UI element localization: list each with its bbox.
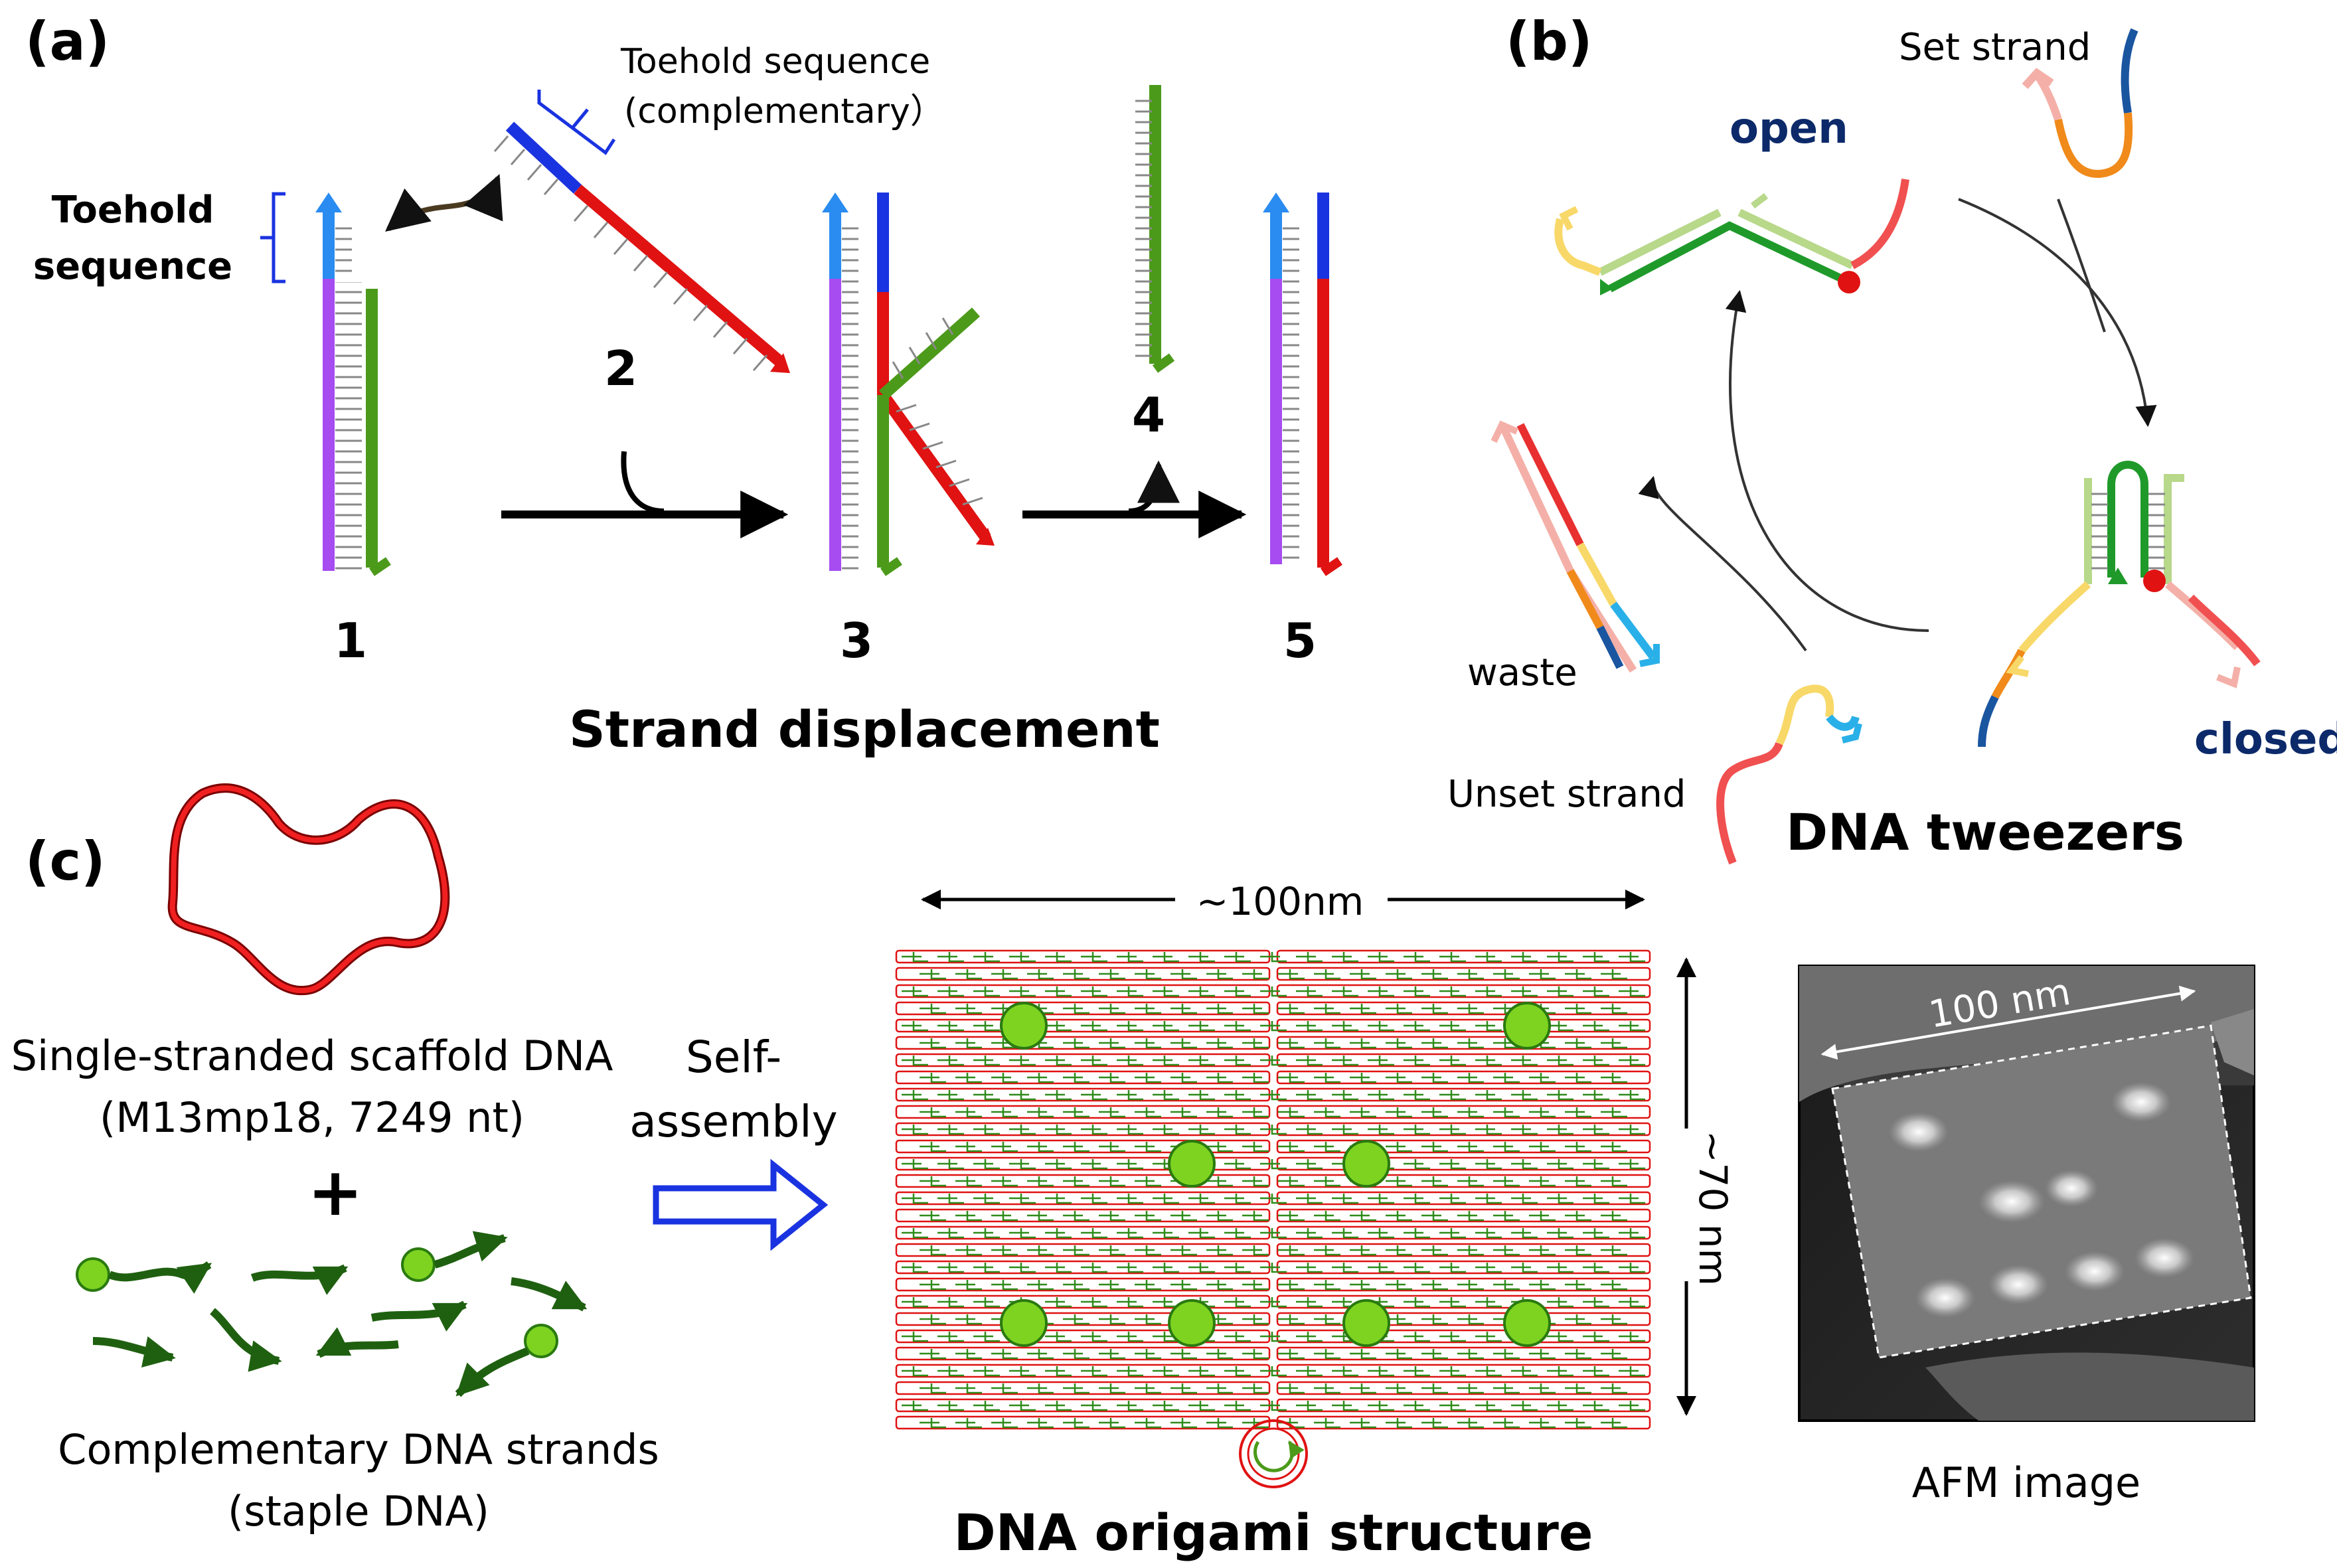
scaffold-label-line1: Single-stranded scaffold DNA xyxy=(11,1032,613,1080)
step-1-label: 1 xyxy=(334,613,367,668)
reaction-arrow-2-hook xyxy=(1128,460,1180,514)
scaffold-loop-highlight xyxy=(169,785,448,994)
origami-loop xyxy=(1239,1419,1308,1488)
waste-label: waste xyxy=(1467,651,1577,694)
set-strand-label: Set strand xyxy=(1899,26,2091,69)
dna-tweezers-title: DNA tweezers xyxy=(1786,803,2184,862)
complex-5: 5 xyxy=(1263,193,1342,668)
scaffold-loop xyxy=(167,783,450,996)
panel-b-letter: (b) xyxy=(1506,11,1592,72)
closed-label: closed xyxy=(2194,715,2337,764)
step-2-label: 2 xyxy=(604,341,637,396)
afm-caption: AFM image xyxy=(1912,1458,2140,1507)
unset-strand-label: Unset strand xyxy=(1447,773,1686,816)
waste-release-arrow xyxy=(1638,475,1807,652)
staple-label-line2: (staple DNA) xyxy=(228,1487,489,1535)
step-5-label: 5 xyxy=(1283,613,1317,668)
origami-structure xyxy=(895,949,1651,1430)
staple-strands xyxy=(76,1231,588,1397)
toehold-comp-line1: Toehold sequence xyxy=(620,42,930,82)
toehold-label-line2: sequence xyxy=(33,245,232,288)
set-strand-join-arrow xyxy=(2057,198,2106,333)
strand-4: 4 xyxy=(1132,85,1175,443)
cycle-arrow-close xyxy=(1958,198,2157,428)
open-label: open xyxy=(1730,104,1848,153)
afm-image: 100 nm xyxy=(1798,965,2255,1422)
panel-a: (a) Toehold sequence 1 xyxy=(25,11,1342,759)
open-tweezers xyxy=(1554,179,1909,295)
panel-b: (b) Set strand open xyxy=(1447,11,2337,865)
panel-c: (c) Single-stranded scaffold DNA (M13mp1… xyxy=(11,783,2255,1562)
self-assembly-line1: Self- xyxy=(686,1032,781,1083)
panel-c-letter: (c) xyxy=(25,830,106,892)
strand-displacement-title: Strand displacement xyxy=(569,700,1160,759)
panel-a-letter: (a) xyxy=(25,11,110,72)
scaffold-label-line2: (M13mp18, 7249 nt) xyxy=(100,1093,524,1142)
strand-2: Toehold sequence (complementary） 2 xyxy=(493,42,945,396)
toehold-bracket xyxy=(260,192,285,283)
step-3-label: 3 xyxy=(840,613,873,668)
set-strand xyxy=(2022,28,2138,179)
plus-sign: + xyxy=(307,1153,363,1231)
self-assembly-line2: assembly xyxy=(629,1096,837,1147)
reaction-arrow-1-hook xyxy=(621,451,665,514)
origami-title: DNA origami structure xyxy=(954,1503,1593,1562)
waste-strand xyxy=(1491,420,1660,673)
step-4-label: 4 xyxy=(1132,387,1165,443)
toehold-comp-line2: (complementary） xyxy=(624,92,945,131)
cycle-arrow-open xyxy=(1725,289,1929,632)
complex-1: 1 xyxy=(315,193,391,668)
height-label: ~70 nm xyxy=(1690,1131,1735,1286)
staple-label-line1: Complementary DNA strands xyxy=(58,1425,659,1474)
toehold-label-line1: Toehold xyxy=(52,189,214,232)
exchange-arrow xyxy=(385,174,503,232)
width-label: ~100nm xyxy=(1196,879,1364,924)
closed-tweezers xyxy=(1978,461,2261,747)
self-assembly-arrow xyxy=(653,1158,829,1251)
unset-strand xyxy=(1716,684,1862,865)
complex-3: 3 xyxy=(822,193,995,668)
